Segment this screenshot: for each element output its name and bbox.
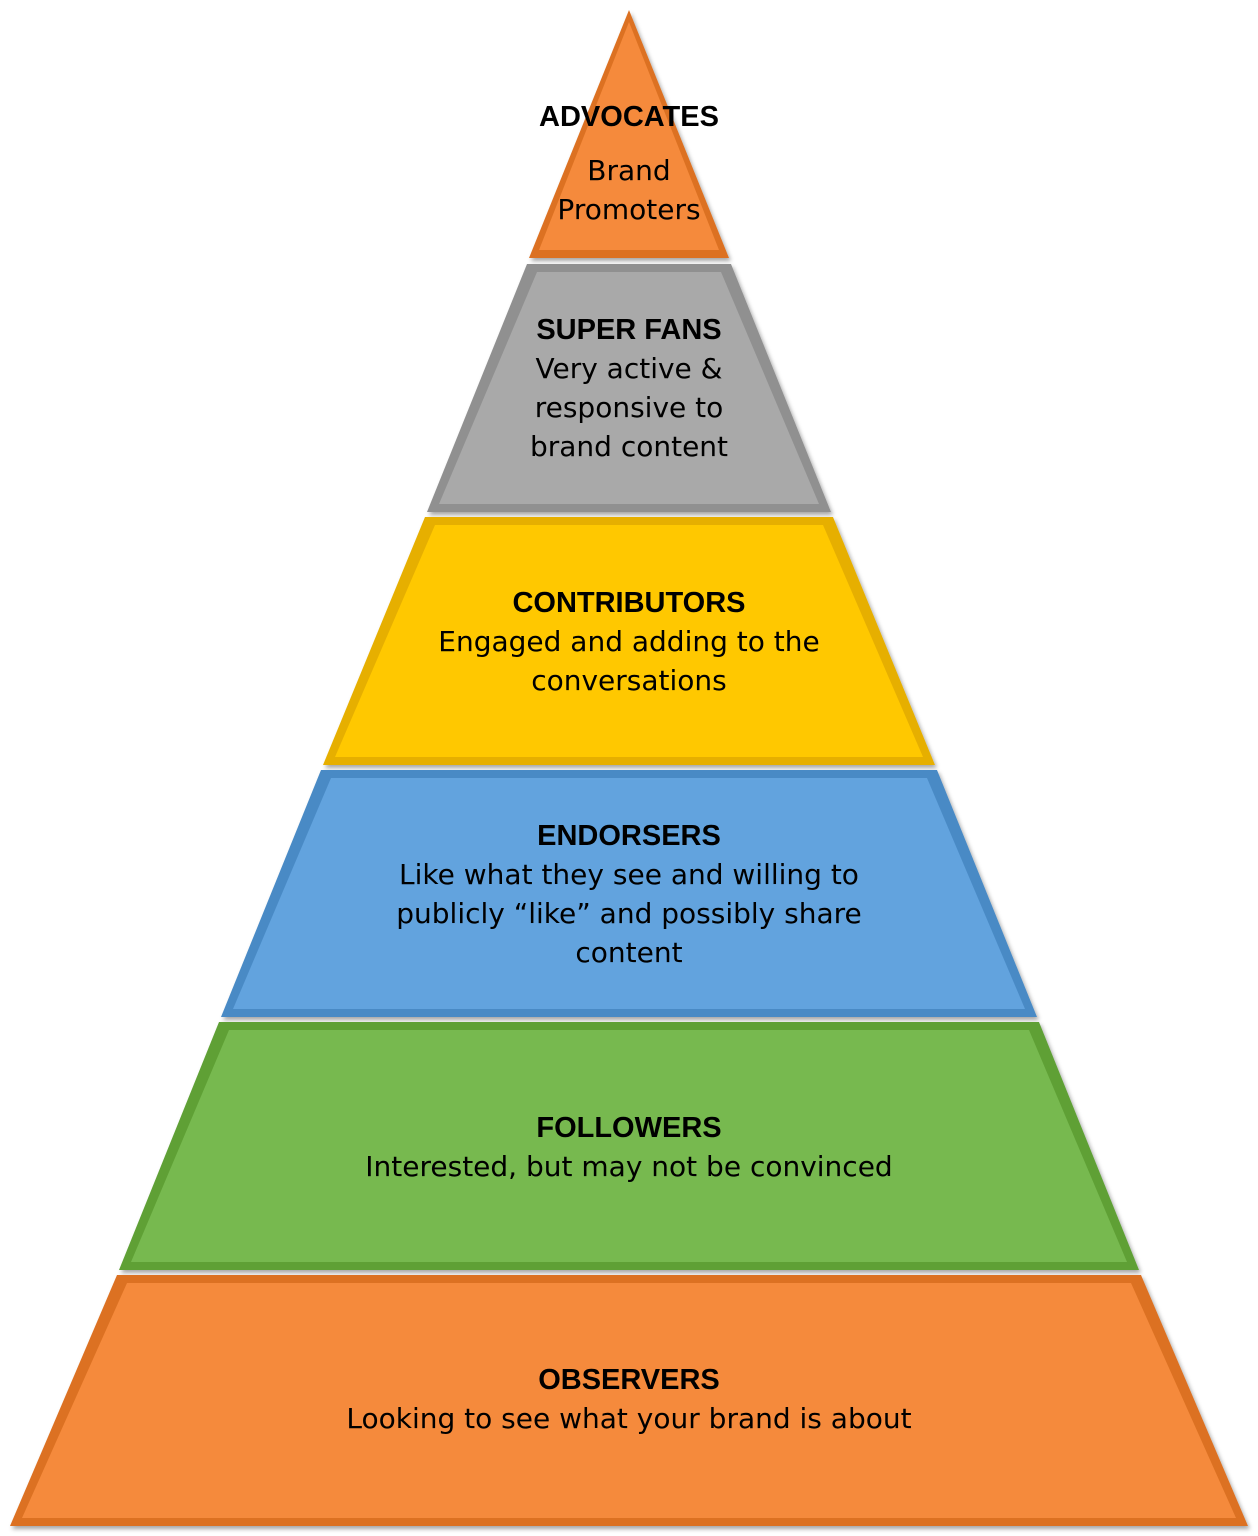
tier-advocates-desc-line-1: Brand xyxy=(587,154,670,187)
tier-followers-bevel xyxy=(131,1030,1127,1262)
tier-observers-bevel xyxy=(22,1283,1236,1518)
tier-super-fans-desc-line-1: Very active & xyxy=(535,352,722,385)
tier-super-fans-title: SUPER FANS xyxy=(536,314,721,346)
tier-advocates: ADVOCATES Brand Promoters xyxy=(529,10,729,258)
tier-contributors-desc-line-2: conversations xyxy=(531,664,727,697)
tier-endorsers-desc-line-1: Like what they see and willing to xyxy=(399,858,859,891)
tier-endorsers-bevel xyxy=(233,778,1025,1009)
tier-observers-title: OBSERVERS xyxy=(538,1364,720,1396)
tier-followers-desc-line-1: Interested, but may not be convinced xyxy=(365,1150,892,1183)
tier-followers-title: FOLLOWERS xyxy=(536,1112,721,1144)
tier-advocates-title: ADVOCATES xyxy=(539,101,719,133)
tier-endorsers-desc-line-2: publicly “like” and possibly share xyxy=(396,897,862,930)
tier-contributors-bevel xyxy=(335,525,923,757)
tier-super-fans-bevel xyxy=(439,272,819,504)
tier-followers: FOLLOWERS Interested, but may not be con… xyxy=(119,1022,1139,1270)
tier-endorsers-desc-line-3: content xyxy=(575,936,682,969)
tier-observers-desc-line-1: Looking to see what your brand is about xyxy=(346,1402,911,1435)
tier-advocates-bevel xyxy=(539,22,719,250)
tier-endorsers-title: ENDORSERS xyxy=(537,820,721,852)
tier-super-fans-desc-line-3: brand content xyxy=(530,430,728,463)
tier-advocates-desc-line-2: Promoters xyxy=(557,193,700,226)
tier-contributors: CONTRIBUTORS Engaged and adding to the c… xyxy=(323,517,935,765)
tier-observers: OBSERVERS Looking to see what your brand… xyxy=(10,1275,1248,1526)
tier-super-fans-desc-line-2: responsive to xyxy=(535,391,724,424)
tier-endorsers: ENDORSERS Like what they see and willing… xyxy=(221,770,1037,1017)
tier-contributors-desc-line-1: Engaged and adding to the xyxy=(438,625,820,658)
tier-contributors-title: CONTRIBUTORS xyxy=(512,587,745,619)
tier-super-fans: SUPER FANS Very active & responsive to b… xyxy=(427,264,831,512)
